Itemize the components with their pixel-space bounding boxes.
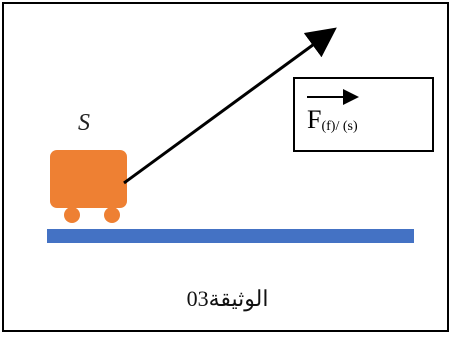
object-label: S xyxy=(78,110,90,136)
force-label: F(f)/ (s) xyxy=(307,105,358,135)
force-arrow xyxy=(123,27,337,185)
cart-wheel-right xyxy=(104,207,120,223)
vector-arrow-icon xyxy=(307,89,359,105)
ground-bar xyxy=(47,229,414,243)
force-label-box: F(f)/ (s) xyxy=(293,77,434,152)
force-symbol: F xyxy=(307,105,322,134)
document-caption: الوثيقة03 xyxy=(186,286,269,311)
cart-wheel-left xyxy=(64,207,80,223)
cart-body xyxy=(50,150,127,208)
force-subscript: (f)/ (s) xyxy=(321,119,358,134)
